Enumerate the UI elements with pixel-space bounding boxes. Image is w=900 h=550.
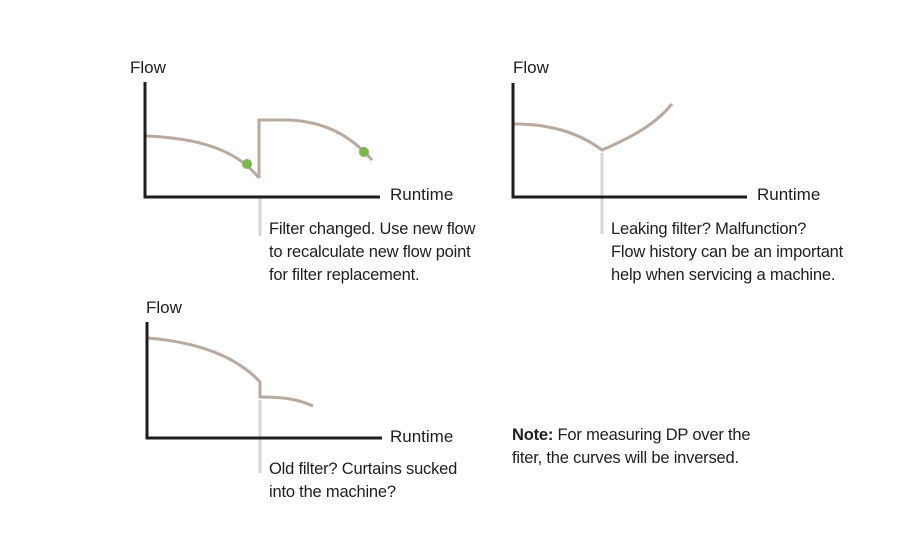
panel-old-filter: Flow Runtime	[145, 298, 453, 473]
panel1-caption-line: to recalculate new flow point	[269, 243, 471, 261]
note-line-1-text: For measuring DP over the	[553, 426, 751, 444]
panel2-caption-line: Flow history can be an important	[611, 243, 844, 261]
panel2-y-axis-label: Flow	[513, 58, 550, 77]
panel3-y-axis-label: Flow	[146, 298, 183, 317]
panel1-replacement-point-old	[242, 159, 252, 169]
panel1-axes	[143, 82, 380, 199]
panel1-caption: Filter changed. Use new flow to recalcul…	[269, 218, 475, 287]
panel3-caption: Old filter? Curtains sucked into the mac…	[269, 458, 457, 504]
note-label: Note:	[512, 426, 554, 444]
panel3-flow-curve	[147, 336, 314, 408]
panel2-caption-line: Leaking filter? Malfunction?	[611, 220, 807, 238]
panel2-axes	[511, 83, 747, 199]
panel1-y-axis-label: Flow	[130, 58, 167, 77]
panel1-caption-line: Filter changed. Use new flow	[269, 220, 476, 238]
panel1-flow-curve-old-filter	[145, 134, 261, 179]
panel3-axes	[145, 322, 382, 440]
panel1-replacement-point-new	[359, 147, 369, 157]
panel1-flow-curve-new-filter	[257, 118, 374, 178]
panel2-caption: Leaking filter? Malfunction? Flow histor…	[611, 218, 843, 287]
panel1-x-axis-label: Runtime	[390, 185, 453, 204]
note-text: Note: For measuring DP over the fiter, t…	[512, 424, 751, 470]
panel3-caption-line: into the machine?	[269, 483, 396, 501]
note-line-2: fiter, the curves will be inversed.	[512, 449, 739, 467]
panel2-x-axis-label: Runtime	[757, 185, 820, 204]
panel3-x-axis-label: Runtime	[390, 427, 453, 446]
panel-filter-changed: Flow Runtime	[130, 58, 453, 236]
panel2-flow-curve	[513, 103, 674, 152]
panel2-caption-line: help when servicing a machine.	[611, 266, 836, 284]
panel3-caption-line: Old filter? Curtains sucked	[269, 460, 458, 478]
panel1-caption-line: for filter replacement.	[269, 266, 420, 284]
note-line-1: Note: For measuring DP over the	[512, 424, 751, 447]
panel-leaking-filter: Flow Runtime	[511, 58, 820, 234]
